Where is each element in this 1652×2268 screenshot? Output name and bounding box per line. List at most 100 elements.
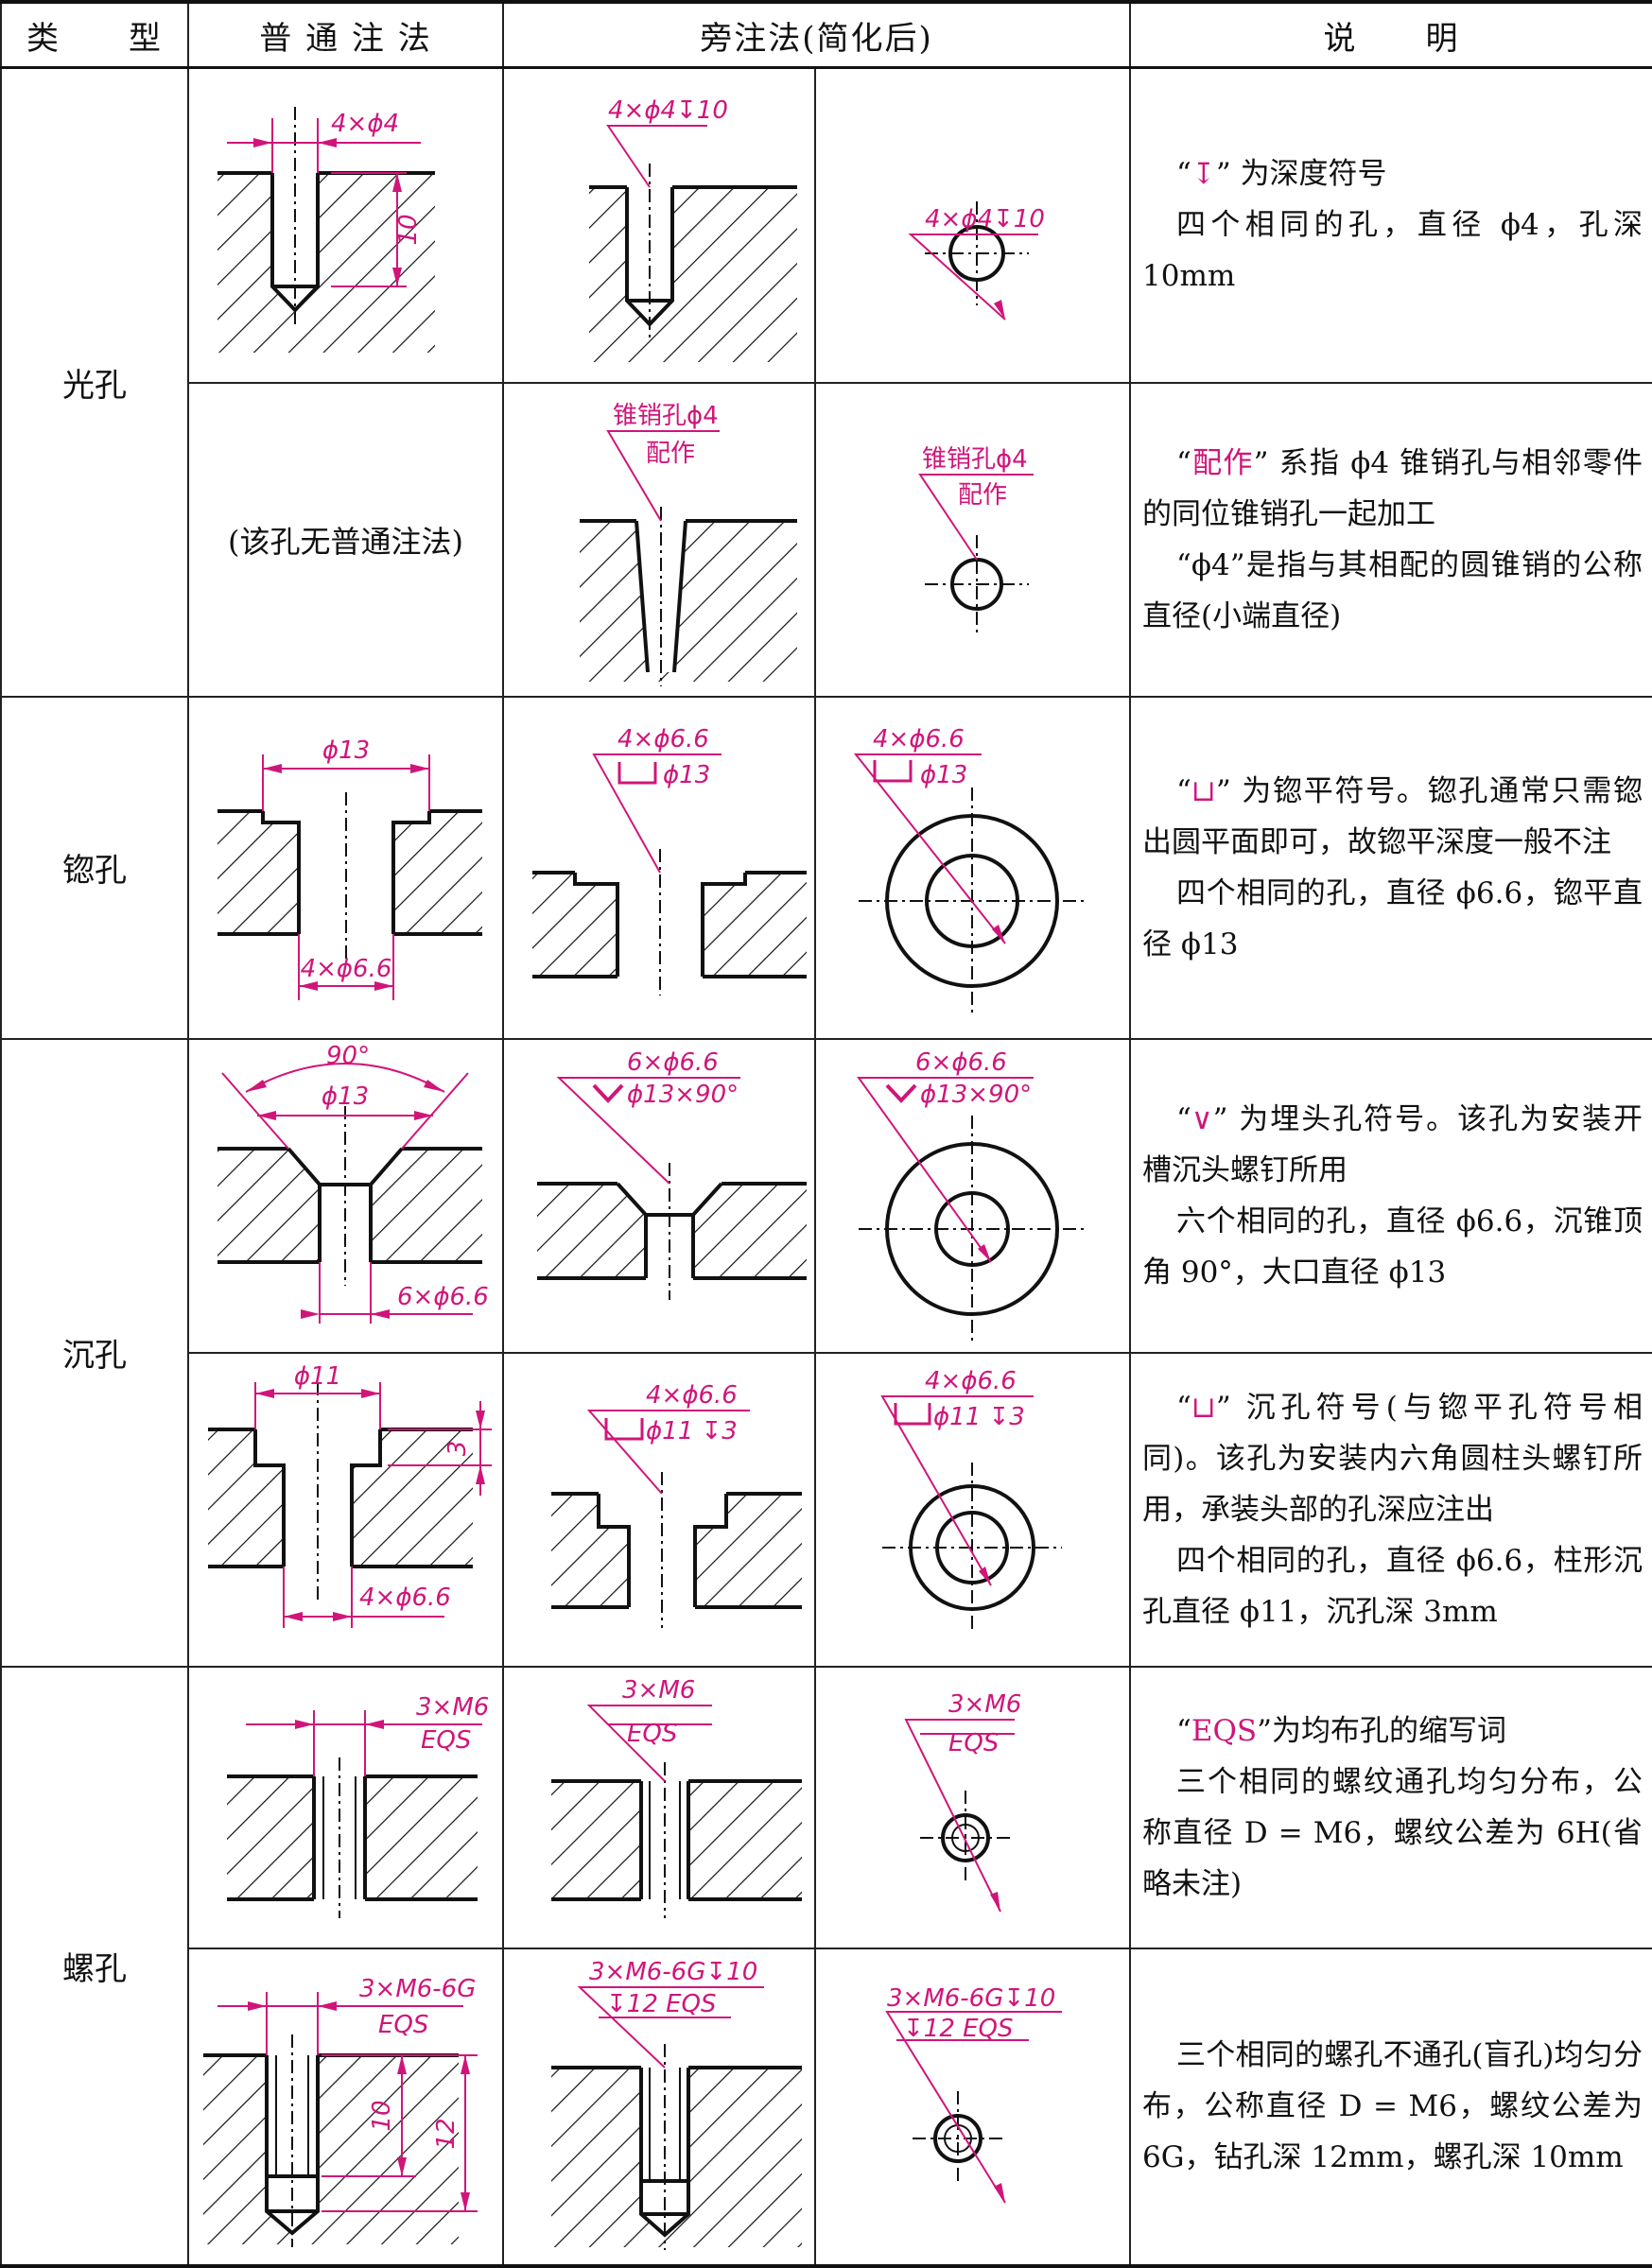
normal-cell: ϕ11 3 4×ϕ6.6 xyxy=(187,1351,504,1668)
desc-text: 三个相同的螺孔不通孔(盲孔)均匀分布，公称直径 D = M6，螺纹公差为 6G，… xyxy=(1142,2038,1643,2174)
top-dim: ϕ13 xyxy=(322,1082,369,1111)
counterbore-symbol: ⊔ xyxy=(1191,1390,1216,1425)
side-label-1: 4×ϕ6.6 xyxy=(617,725,709,753)
plan-label-1: 4×ϕ6.6 xyxy=(873,725,965,753)
plan-label-2: ϕ11 ↧3 xyxy=(933,1403,1025,1431)
plan-label-2: ϕ13×90° xyxy=(920,1081,1032,1109)
fit-term: 配作 xyxy=(1191,445,1254,480)
plan-label-1: 4×ϕ6.6 xyxy=(925,1367,1017,1395)
top-dim: ϕ13 xyxy=(322,736,370,765)
side-cell-plan: 6×ϕ6.6 ϕ13×90° xyxy=(814,1037,1131,1354)
desc-text: 四个相同的孔，直径 ϕ6.6，锪平直径 ϕ13 xyxy=(1142,875,1643,961)
desc-cell: 三个相同的螺孔不通孔(盲孔)均匀分布，公称直径 D = M6，螺纹公差为 6G，… xyxy=(1129,1947,1652,2267)
quote-open: “ xyxy=(1176,157,1191,192)
side-cell-section: 6×ϕ6.6 ϕ13×90° xyxy=(502,1037,816,1354)
drawing-side-taper-hole: 锥销孔ϕ4 配作 xyxy=(580,402,797,686)
side-label-1: 锥销孔ϕ4 xyxy=(613,402,719,430)
depth-symbol: ↧ xyxy=(1191,157,1216,192)
side-label-2: ϕ11 ↧3 xyxy=(646,1417,738,1446)
side-cell-section: 4×ϕ4↧10 xyxy=(502,66,816,384)
type-cell: 光孔 xyxy=(0,66,189,698)
side-label-1: 6×ϕ6.6 xyxy=(627,1048,719,1077)
side-cell-section: 4×ϕ6.6 ϕ11 ↧3 xyxy=(502,1351,816,1668)
desc-text: 为均布孔的缩写词 xyxy=(1272,1713,1506,1748)
bottom-dim: 4×ϕ6.6 xyxy=(359,1584,451,1612)
plan-label-2: ↧12 EQS xyxy=(903,2015,1014,2043)
bottom-dim: 6×ϕ6.6 xyxy=(397,1283,489,1311)
side-label-2: ϕ13 xyxy=(663,761,710,789)
quote-close: ” xyxy=(1215,157,1231,192)
side-cell-plan: 3×M6-6G↧10 ↧12 EQS xyxy=(814,1947,1131,2267)
dim-label: 4×ϕ4 xyxy=(331,110,399,138)
desc-text: 为锪平符号。锪孔通常只需锪出圆平面即可，故锪平深度一般不注 xyxy=(1142,773,1643,859)
normal-cell: 90° ϕ13 6×ϕ6.6 xyxy=(187,1037,504,1354)
normal-cell: 4×ϕ4 10 xyxy=(187,66,504,384)
desc-cell: “∨” 为埋头孔符号。该孔为安装开槽沉头螺钉所用 六个相同的孔，直径 ϕ6.6，… xyxy=(1129,1037,1652,1354)
side-label-1: 4×ϕ6.6 xyxy=(646,1381,738,1410)
desc-text: “ϕ4”是指与其相配的圆锥销的公称直径(小端直径) xyxy=(1142,547,1643,633)
quote-open: “ xyxy=(1176,445,1191,480)
quote-close: ” xyxy=(1257,1713,1272,1748)
normal-cell: 3×M6-6G EQS 10 12 xyxy=(187,1947,504,2267)
side-cell-section: 3×M6-6G↧10 ↧12 EQS xyxy=(502,1947,816,2267)
drawing-plan-spotface: 4×ϕ6.6 ϕ13 xyxy=(853,725,1086,1014)
bottom-dim: 4×ϕ6.6 xyxy=(301,955,392,983)
depth-label: 3 xyxy=(443,1440,472,1456)
angle-label: 90° xyxy=(326,1042,370,1070)
label-1: 3×M6 xyxy=(416,1693,489,1722)
label-2: EQS xyxy=(378,2011,428,2039)
drawing-plan-countersink: 6×ϕ6.6 ϕ13×90° xyxy=(857,1048,1086,1342)
plan-label-1: 6×ϕ6.6 xyxy=(915,1048,1007,1077)
side-cell-section: 锥销孔ϕ4 配作 xyxy=(502,381,816,698)
side-label-2: ↧12 EQS xyxy=(606,1990,717,2018)
drawing-side-counterbore: 4×ϕ6.6 ϕ11 ↧3 xyxy=(551,1381,802,1628)
plan-label-1: 锥销孔ϕ4 xyxy=(922,445,1028,474)
side-cell-plan: 3×M6 EQS xyxy=(814,1665,1131,1949)
side-label: 4×ϕ4↧10 xyxy=(608,96,728,125)
quote-close: ” xyxy=(1215,773,1231,808)
desc-text: 四个相同的孔，直径 ϕ4，孔深 10mm xyxy=(1142,208,1643,294)
desc-cell: “EQS”为均布孔的缩写词 三个相同的螺纹通孔均匀分布，公称直径 D = M6，… xyxy=(1129,1665,1652,1949)
side-label-2: EQS xyxy=(627,1720,677,1748)
drawing-normal-counterbore: ϕ11 3 4×ϕ6.6 xyxy=(208,1362,492,1628)
drawing-normal-spotface: ϕ13 4×ϕ6.6 xyxy=(217,736,482,1000)
drawing-plan-plain-hole: 4×ϕ4↧10 xyxy=(908,201,1045,320)
quote-open: “ xyxy=(1176,1390,1191,1425)
desc-text: 四个相同的孔，直径 ϕ6.6，柱形沉孔直径 ϕ11，沉孔深 3mm xyxy=(1142,1543,1643,1629)
plan-label-2: EQS xyxy=(948,1729,999,1757)
desc-text: 六个相同的孔，直径 ϕ6.6，沉锥顶角 90°，大口直径 ϕ13 xyxy=(1142,1203,1643,1290)
side-cell-plan: 4×ϕ6.6 ϕ13 xyxy=(814,695,1131,1040)
dim-10: 10 xyxy=(368,2100,396,2131)
normal-cell: (该孔无普通注法) xyxy=(187,381,504,698)
type-cell: 锪孔 xyxy=(0,695,189,1040)
quote-close: ” xyxy=(1215,1390,1231,1425)
desc-cell: “↧” 为深度符号 四个相同的孔，直径 ϕ4，孔深 10mm xyxy=(1129,66,1652,384)
eqs-term: EQS xyxy=(1191,1713,1258,1748)
side-label-2: 配作 xyxy=(646,440,695,468)
drawing-side-thread-blind: 3×M6-6G↧10 ↧12 EQS xyxy=(551,1958,802,2250)
drawing-normal-thread-blind: 3×M6-6G EQS 10 12 xyxy=(203,1975,478,2247)
depth-label: 10 xyxy=(394,215,423,246)
drawing-plan-thread-through: 3×M6 EQS xyxy=(904,1690,1021,1912)
side-cell-section: 4×ϕ6.6 ϕ13 xyxy=(502,695,816,1040)
desc-text: 系指 ϕ4 锥销孔与相邻零件的同位锥销孔一起加工 xyxy=(1142,445,1643,531)
side-label-1: 3×M6-6G↧10 xyxy=(589,1958,757,1986)
header-desc: 说 明 xyxy=(1129,0,1652,69)
desc-text: 沉孔符号(与锪平孔符号相同)。该孔为安装内六角圆柱头螺钉所用，承装头部的孔深应注… xyxy=(1142,1390,1643,1527)
side-cell-plan: 4×ϕ4↧10 xyxy=(814,66,1131,384)
drawing-plan-counterbore: 4×ϕ6.6 ϕ11 ↧3 xyxy=(880,1367,1062,1633)
header-normal: 普 通 注 法 xyxy=(187,0,504,69)
label-1: 3×M6-6G xyxy=(359,1975,476,2003)
type-cell: 沉孔 xyxy=(0,1037,189,1668)
drawing-plan-taper-hole: 锥销孔ϕ4 配作 xyxy=(918,445,1034,634)
side-cell-section: 3×M6 EQS xyxy=(502,1665,816,1949)
header-type: 类 型 xyxy=(0,0,189,69)
plan-label-1: 3×M6-6G↧10 xyxy=(887,1984,1055,2013)
desc-cell: “⊔” 为锪平符号。锪孔通常只需锪出圆平面即可，故锪平深度一般不注 四个相同的孔… xyxy=(1129,695,1652,1040)
desc-text: 为深度符号 xyxy=(1240,157,1387,192)
normal-cell: ϕ13 4×ϕ6.6 xyxy=(187,695,504,1040)
quote-open: “ xyxy=(1176,773,1191,808)
side-label-2: ϕ13×90° xyxy=(627,1081,739,1109)
quote-close: ” xyxy=(1212,1101,1228,1136)
